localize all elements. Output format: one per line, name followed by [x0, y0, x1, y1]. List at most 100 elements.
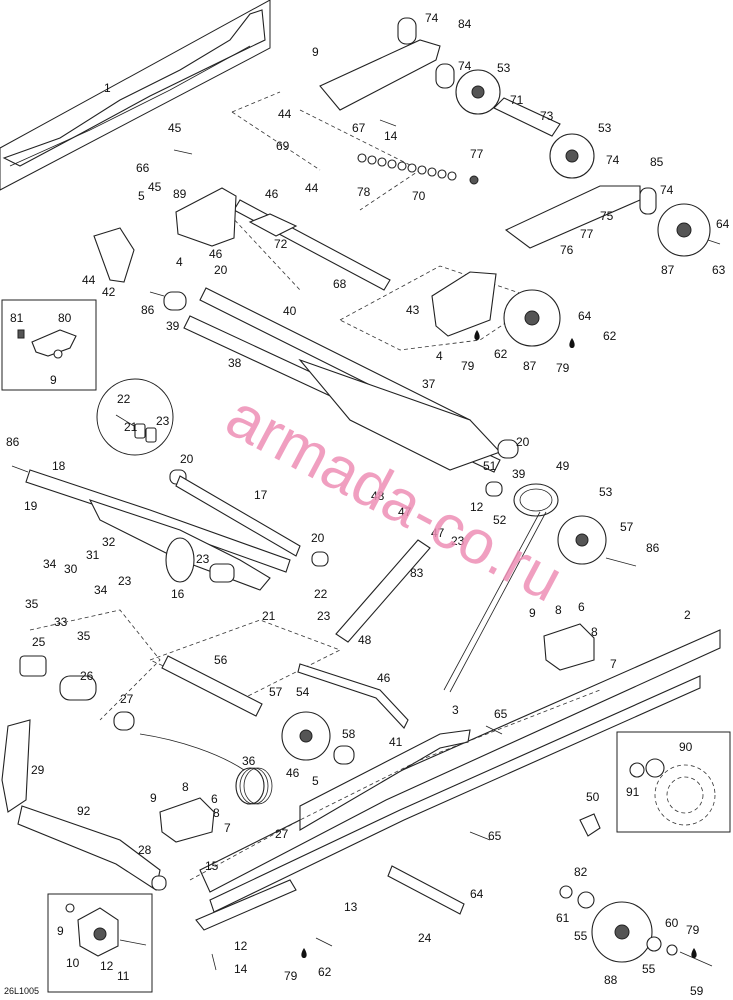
part-callout-43: 43: [406, 303, 420, 317]
part-callout-78: 78: [357, 185, 371, 199]
part-callout-56: 56: [214, 653, 228, 667]
part-callout-50: 50: [586, 790, 600, 804]
part-callout-77: 77: [580, 227, 594, 241]
part-callout-8: 8: [591, 625, 598, 639]
part-callout-74: 74: [606, 153, 620, 167]
part-callout-27: 27: [120, 692, 134, 706]
part-callout-46: 46: [209, 247, 223, 261]
part-callout-33: 33: [54, 615, 68, 629]
part-callout-86: 86: [141, 303, 155, 317]
part-callout-58: 58: [342, 727, 356, 741]
part-callout-48: 48: [371, 489, 385, 503]
part-callout-39: 39: [512, 467, 526, 481]
part-callout-38: 38: [228, 356, 242, 370]
part-callout-52: 52: [493, 513, 507, 527]
part-callout-46: 46: [286, 766, 300, 780]
part-callout-9: 9: [57, 924, 64, 938]
part-callout-22: 22: [314, 587, 328, 601]
part-callout-47: 47: [431, 526, 445, 540]
mid-right-assembly: [335, 481, 607, 693]
part-callout-62: 62: [494, 347, 508, 361]
part-callout-44: 44: [278, 107, 292, 121]
part-callout-45: 45: [148, 180, 162, 194]
part-callout-11: 11: [117, 969, 130, 983]
part-callout-57: 57: [269, 685, 283, 699]
part-callout-8: 8: [182, 780, 189, 794]
part-callout-60: 60: [665, 916, 679, 930]
part-callout-23: 23: [156, 414, 170, 428]
rail-assembly: [189, 629, 721, 931]
part-callout-23: 23: [196, 552, 210, 566]
part-callout-53: 53: [497, 61, 511, 75]
part-callout-86: 86: [646, 541, 660, 555]
part-callout-4: 4: [176, 255, 183, 269]
part-callout-45: 45: [168, 121, 182, 135]
part-callout-40: 40: [283, 304, 297, 318]
part-callout-37: 37: [422, 377, 436, 391]
part-callout-46: 46: [265, 187, 279, 201]
detail-circle-1: [96, 378, 174, 456]
part-callout-48: 48: [358, 633, 372, 647]
stopper-inset: [47, 893, 153, 993]
part-callout-9: 9: [529, 606, 536, 620]
part-callout-63: 63: [712, 263, 726, 277]
part-callout-84: 84: [458, 17, 472, 31]
part-callout-41: 41: [389, 735, 403, 749]
part-callout-8: 8: [213, 806, 220, 820]
upper-shafts: [93, 17, 711, 347]
part-callout-81: 81: [10, 311, 24, 325]
part-callout-44: 44: [305, 181, 319, 195]
part-callout-5: 5: [138, 189, 145, 203]
part-callout-14: 14: [384, 129, 398, 143]
part-callout-4: 4: [436, 349, 443, 363]
part-callout-89: 89: [173, 187, 187, 201]
part-callout-42: 42: [102, 285, 116, 299]
part-callout-67: 67: [352, 121, 366, 135]
part-callout-31: 31: [86, 548, 100, 562]
part-callout-79: 79: [556, 361, 570, 375]
part-callout-90: 90: [679, 740, 693, 754]
detail-circle-2: [616, 731, 731, 833]
part-callout-83: 83: [410, 566, 424, 580]
rear-rocker: [1, 609, 167, 891]
part-callout-5: 5: [312, 774, 319, 788]
part-callout-70: 70: [412, 189, 426, 203]
part-callout-85: 85: [650, 155, 664, 169]
part-callout-34: 34: [43, 557, 57, 571]
part-callout-53: 53: [599, 485, 613, 499]
part-callout-65: 65: [494, 707, 508, 721]
part-callout-77: 77: [470, 147, 484, 161]
part-callout-12: 12: [470, 500, 484, 514]
bottom-wheel: [559, 813, 713, 967]
part-callout-7: 7: [610, 657, 617, 671]
part-callout-27: 27: [275, 827, 289, 841]
part-callout-23: 23: [118, 574, 132, 588]
part-callout-20: 20: [516, 435, 530, 449]
part-callout-64: 64: [470, 887, 484, 901]
part-callout-76: 76: [560, 243, 574, 257]
washer-row: [357, 153, 479, 185]
middle-shafts: [163, 287, 519, 473]
part-callout-46: 46: [377, 671, 391, 685]
part-callout-22: 22: [117, 392, 131, 406]
part-callout-91: 91: [626, 785, 640, 799]
part-callout-79: 79: [686, 923, 700, 937]
axle-24: [387, 865, 465, 915]
part-callout-87: 87: [523, 359, 537, 373]
part-callout-73: 73: [540, 109, 554, 123]
part-callout-47: 47: [398, 505, 412, 519]
rail-inset: [0, 0, 271, 191]
part-callout-18: 18: [52, 459, 66, 473]
part-callout-6: 6: [211, 792, 218, 806]
part-callout-87: 87: [661, 263, 675, 277]
part-callout-71: 71: [510, 93, 524, 107]
part-callout-28: 28: [138, 843, 152, 857]
part-callout-79: 79: [284, 969, 298, 983]
part-callout-10: 10: [66, 956, 80, 970]
lower-shock: [148, 619, 409, 765]
part-callout-74: 74: [425, 11, 439, 25]
part-callout-53: 53: [598, 121, 612, 135]
part-callout-3: 3: [452, 703, 459, 717]
part-callout-55: 55: [574, 929, 588, 943]
